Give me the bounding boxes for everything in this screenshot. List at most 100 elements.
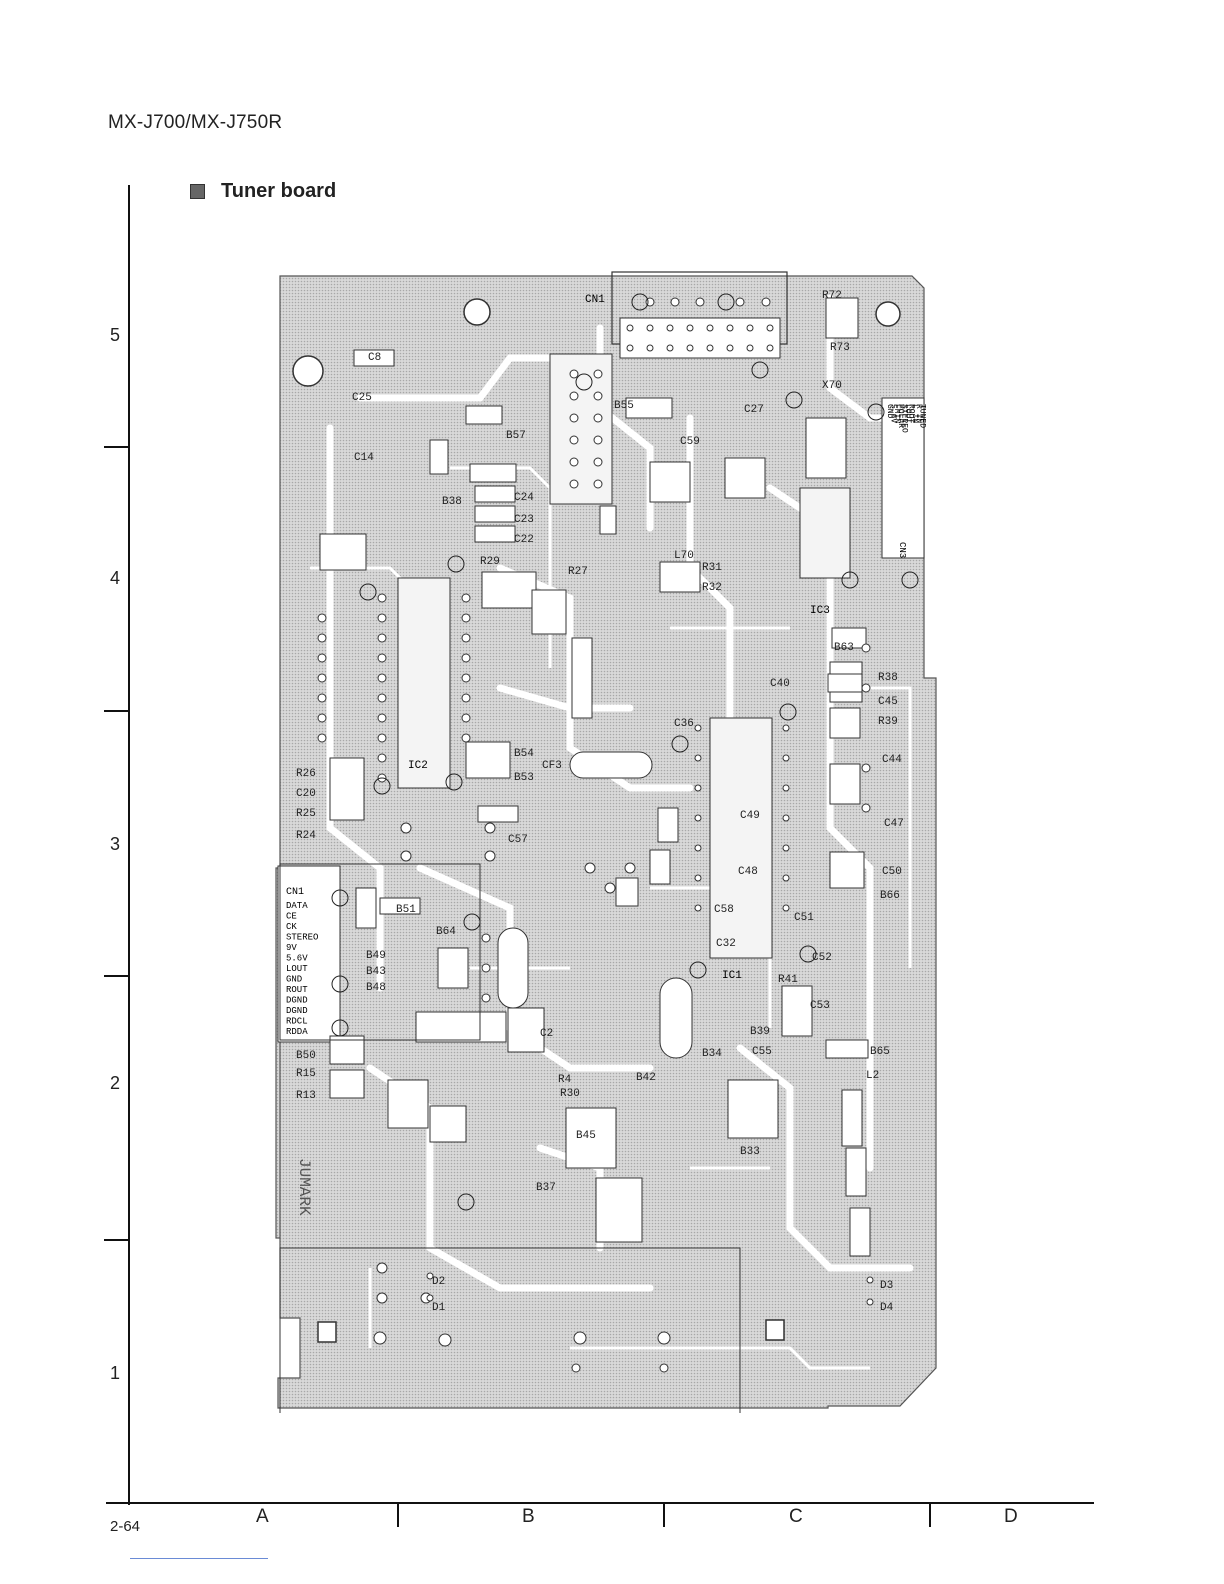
tuner-board-pcb: CN1 CN3 CN1 IC2 IC1 IC3 — [275, 271, 937, 1413]
col-label-d: D — [1004, 1506, 1018, 1527]
svg-text:C40: C40 — [770, 678, 790, 690]
svg-text:D4: D4 — [880, 1302, 894, 1314]
lower-frame — [279, 1247, 741, 1413]
ic1-body — [709, 717, 773, 959]
page-number: 2-64 — [110, 1518, 141, 1535]
cn3-pin-label: GND — [885, 404, 894, 419]
svg-text:B53: B53 — [514, 772, 534, 784]
svg-text:C2: C2 — [540, 1028, 553, 1040]
cn1-left-pin-label: STEREO — [286, 933, 318, 943]
cn1-left-pin-label: DGND — [286, 1006, 308, 1016]
col-tick — [663, 1503, 665, 1527]
grid-horizontal-axis — [106, 1502, 1094, 1504]
svg-text:C48: C48 — [738, 866, 758, 878]
svg-text:R27: R27 — [568, 566, 588, 578]
cn1-left-pin-label: DATA — [286, 901, 308, 911]
row-label-5: 5 — [110, 325, 121, 345]
mounting-hole — [765, 1319, 785, 1341]
ic2-body — [397, 577, 451, 789]
svg-text:B38: B38 — [442, 496, 462, 508]
svg-text:C24: C24 — [514, 492, 534, 504]
svg-text:C57: C57 — [508, 834, 528, 846]
svg-text:C58: C58 — [714, 904, 734, 916]
cn1-header — [619, 317, 781, 359]
svg-text:C14: C14 — [354, 452, 374, 464]
svg-text:B55: B55 — [614, 400, 634, 412]
svg-text:C23: C23 — [514, 514, 534, 526]
cn3-pin-label: LOUT — [903, 404, 912, 423]
svg-text:C50: C50 — [882, 866, 902, 878]
model-number: MX-J700/MX-J750R — [108, 112, 283, 133]
cn1-left-pin-label: DGND — [286, 996, 308, 1006]
svg-text:D2: D2 — [432, 1276, 445, 1288]
row-label-3: 3 — [110, 834, 121, 854]
svg-text:B54: B54 — [514, 748, 534, 760]
cn1-label: CN1 — [585, 294, 605, 306]
svg-text:B42: B42 — [636, 1072, 656, 1084]
svg-text:C20: C20 — [296, 788, 316, 800]
tuner-frame — [279, 863, 481, 1041]
cn1-left-label: CN1 — [286, 887, 304, 898]
manufacturer-logo: JUMARK — [295, 1158, 313, 1216]
pin-markers — [331, 293, 919, 1211]
svg-text:C59: C59 — [680, 436, 700, 448]
cn3-connector — [881, 397, 925, 559]
svg-text:B49: B49 — [366, 950, 386, 962]
svg-text:R25: R25 — [296, 808, 316, 820]
cn3-pin-label: ROUT — [907, 404, 916, 423]
svg-text:R73: R73 — [830, 342, 850, 354]
mounting-hole — [875, 301, 901, 327]
cn1-left-pin-label: RDCL — [286, 1017, 308, 1027]
svg-text:C55: C55 — [752, 1046, 772, 1058]
cn1-left-block — [277, 865, 341, 1043]
row-tick — [104, 975, 128, 977]
cn3-socket — [549, 353, 613, 505]
svg-text:B43: B43 — [366, 966, 386, 978]
svg-text:R41: R41 — [778, 974, 798, 986]
svg-text:B66: B66 — [880, 890, 900, 902]
cn1-left-pin-label: GND — [286, 975, 302, 985]
svg-text:R4: R4 — [558, 1074, 572, 1086]
svg-text:B63: B63 — [834, 642, 854, 654]
cn1-left-pin-label: CE — [286, 912, 297, 922]
svg-text:D1: D1 — [432, 1302, 446, 1314]
mounting-hole — [292, 355, 324, 387]
svg-text:R32: R32 — [702, 582, 722, 594]
ic3-body — [799, 487, 851, 579]
svg-text:R26: R26 — [296, 768, 316, 780]
col-label-a: A — [256, 1506, 269, 1527]
cf2-filter — [659, 977, 693, 1059]
svg-text:C32: C32 — [716, 938, 736, 950]
row-label-4: 4 — [110, 568, 121, 588]
mounting-hole — [317, 1321, 337, 1343]
row-label-1: 1 — [110, 1363, 121, 1383]
ic1-label: IC1 — [722, 970, 742, 982]
footer-rule — [130, 1558, 268, 1559]
svg-text:R29: R29 — [480, 556, 500, 568]
row-tick — [104, 446, 128, 448]
cn1-left-pin-label: RDDA — [286, 1027, 308, 1037]
svg-text:B45: B45 — [576, 1130, 596, 1142]
cn3-pin-label: POLAR — [896, 404, 905, 428]
svg-text:R24: R24 — [296, 830, 316, 842]
svg-text:R39: R39 — [878, 716, 898, 728]
ic2-label: IC2 — [408, 760, 428, 772]
through-hole-pins — [317, 297, 874, 1373]
cn3-pin-label: STEREO — [899, 404, 908, 433]
cn3-pin-label: TUNED — [917, 404, 926, 428]
bullet-square-icon — [190, 184, 205, 199]
svg-text:B37: B37 — [536, 1182, 556, 1194]
svg-text:B34: B34 — [702, 1048, 722, 1060]
cn3-pin-label: 5.6V — [889, 404, 898, 423]
cn3-pin-label: L IN — [910, 404, 919, 423]
svg-text:C53: C53 — [810, 1000, 830, 1012]
svg-text:R13: R13 — [296, 1090, 316, 1102]
row-tick — [104, 710, 128, 712]
row-label-2: 2 — [110, 1073, 121, 1093]
svg-text:D3: D3 — [880, 1280, 893, 1292]
cn3-pin-label: FMIN — [892, 404, 901, 423]
svg-text:B33: B33 — [740, 1146, 760, 1158]
svg-text:B51: B51 — [396, 904, 416, 916]
svg-text:B65: B65 — [870, 1046, 890, 1058]
svg-text:R72: R72 — [822, 290, 842, 302]
